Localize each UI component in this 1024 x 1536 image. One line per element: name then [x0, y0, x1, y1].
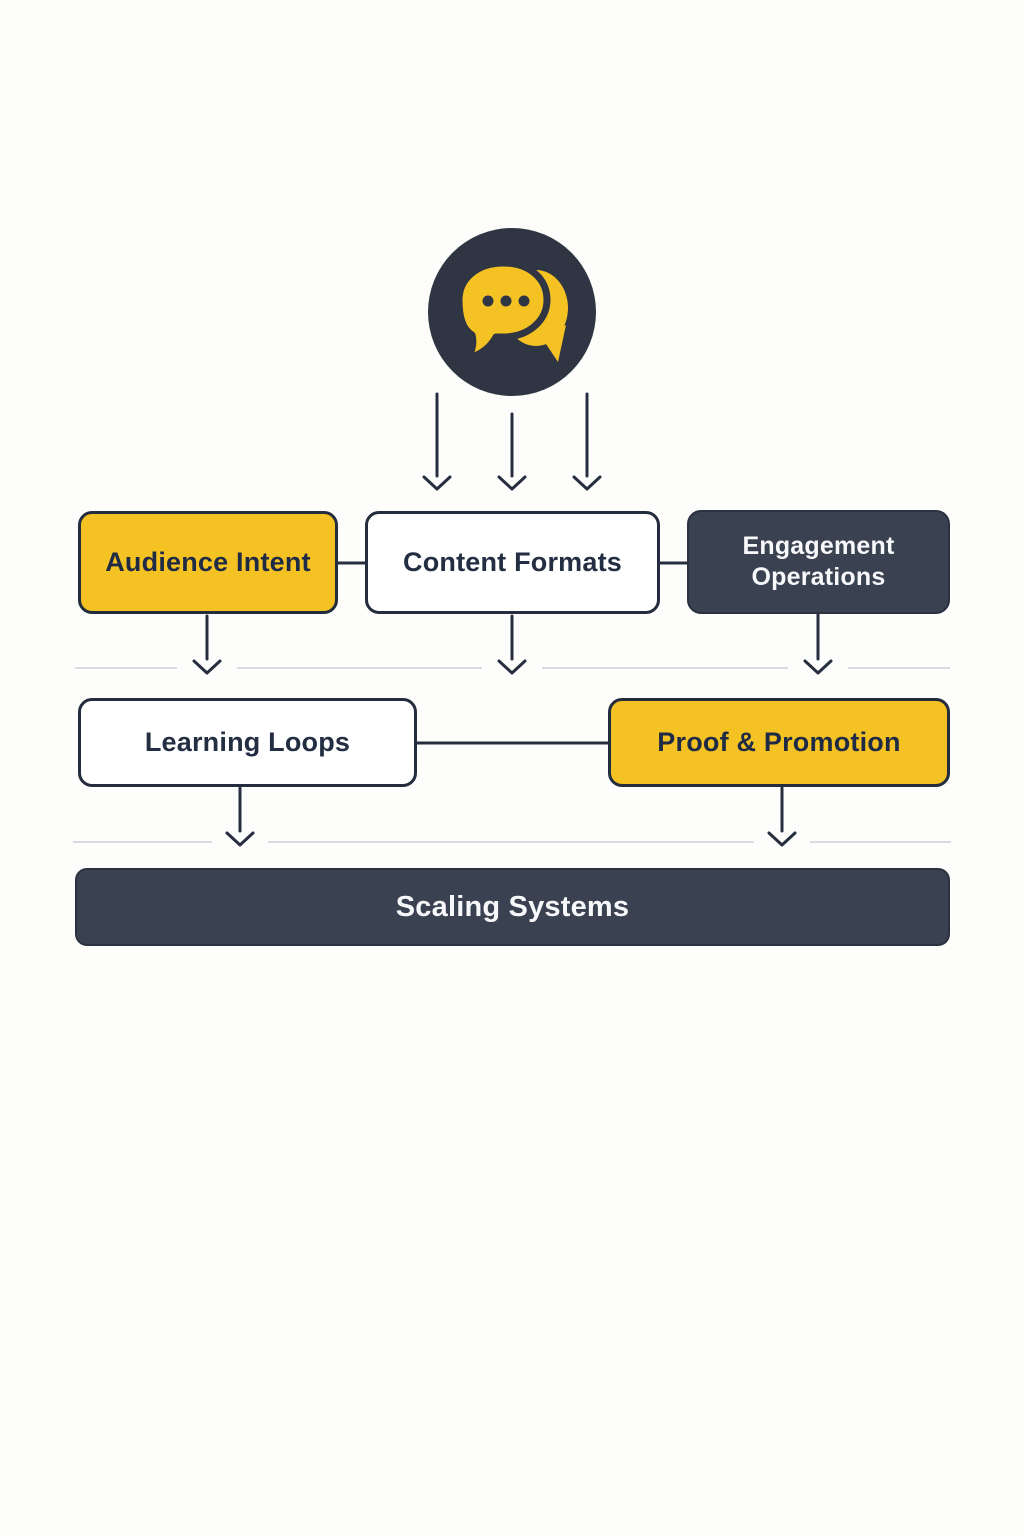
node-label: Proof & Promotion — [657, 726, 901, 757]
node-learning-loops: Learning Loops — [78, 698, 417, 787]
arrow-icon-to-engagement — [572, 392, 602, 491]
chat-bubbles-icon — [418, 218, 606, 406]
arrow-content-down — [497, 614, 527, 675]
arrow-learning-down — [225, 786, 255, 847]
node-proof-promotion: Proof & Promotion — [608, 698, 950, 787]
node-engagement-operations: Engagement Operations — [687, 510, 950, 614]
node-label: Audience Intent — [105, 546, 311, 577]
node-audience-intent: Audience Intent — [78, 511, 338, 614]
node-label: Scaling Systems — [395, 890, 630, 923]
main-speech-bubble — [455, 259, 551, 362]
arrow-icon-to-content — [497, 412, 527, 491]
node-label: Engagement Operations — [742, 531, 895, 591]
node-label: Content Formats — [403, 546, 622, 577]
arrow-proof-down — [767, 786, 797, 847]
arrow-audience-down — [192, 614, 222, 675]
typing-dots — [482, 295, 530, 307]
arrow-engagement-down — [803, 612, 833, 675]
node-scaling-systems: Scaling Systems — [75, 868, 950, 946]
arrow-icon-to-audience — [422, 392, 452, 491]
node-label: Learning Loops — [144, 726, 351, 757]
node-content-formats: Content Formats — [365, 511, 660, 614]
